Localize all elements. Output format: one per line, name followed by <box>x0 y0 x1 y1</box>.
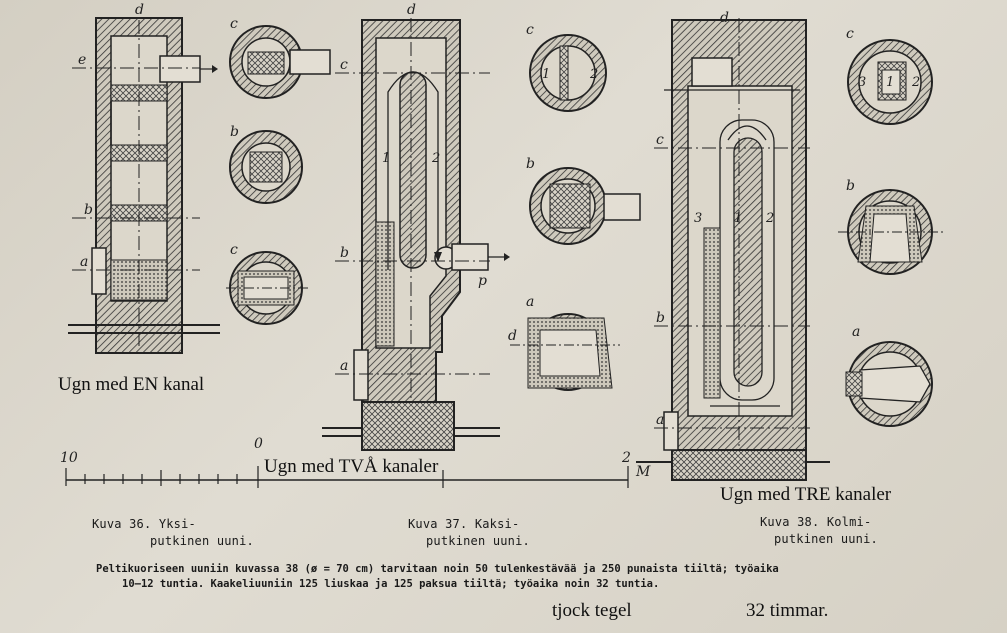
fig38-num-2: 2 <box>765 211 774 226</box>
fig38-sec-b-label: b <box>846 178 855 194</box>
fig36-elevation: d e b a <box>68 2 220 354</box>
fig38-sections: 3 1 2 c b a <box>838 26 944 427</box>
fig38-sec-c-1: 1 <box>886 75 894 90</box>
fig38-sec-c-label: c <box>846 26 854 42</box>
scale-bar: 10 0 2 M <box>60 436 651 488</box>
fig36-sec-c-label: c <box>230 16 238 32</box>
fig37-label-b: b <box>340 245 349 261</box>
fig38-label-b: b <box>656 310 665 326</box>
body-line-2: 10—12 tuntia. Kaakeliuuniin 125 liuskaa … <box>122 578 660 590</box>
fig38-elevation: d c b a 3 1 2 <box>636 10 830 481</box>
fig36-label-a: a <box>80 254 88 270</box>
fig37-sections: 1 2 c b a d <box>508 22 641 391</box>
fig36-sections: c b c <box>226 16 331 325</box>
fig38-label-d: d <box>720 10 729 26</box>
fig37-sec-a-label: a <box>526 294 534 310</box>
fig38-num-3: 3 <box>694 211 702 226</box>
fig38-label-c: c <box>656 132 664 148</box>
caption-fig38-line2: putkinen uuni. <box>774 532 878 546</box>
fig37-label-p: p <box>478 273 487 289</box>
fig38-sec-c-2: 2 <box>911 75 920 90</box>
fig37-sec-c-label: c <box>526 22 534 38</box>
scale-label-0: 0 <box>254 436 263 452</box>
fig37-label-d: d <box>407 2 416 18</box>
annotation-one-channel: Ugn med EN kanal <box>58 374 205 395</box>
caption-fig36-line1: Kuva 36. Yksi- <box>92 517 196 531</box>
fig36-label-b: b <box>84 202 93 218</box>
body-paragraph: Peltikuoriseen uuniin kuvassa 38 (ø = 70… <box>96 562 779 592</box>
fig38-sec-c-3: 3 <box>858 75 866 90</box>
annotation-two-channels: Ugn med TVÅ kanaler <box>264 456 439 477</box>
fig37-sec-b-label: b <box>526 156 535 172</box>
caption-fig36: Kuva 36. Yksi- putkinen uuni. <box>92 516 254 550</box>
fig36-sec-b-label: b <box>230 124 239 140</box>
scale-label-2: 2 <box>621 450 631 466</box>
caption-fig36-line2: putkinen uuni. <box>150 534 254 548</box>
fig36-sec-a-label: c <box>230 242 238 258</box>
fig37-num-1: 1 <box>382 151 390 166</box>
caption-fig37: Kuva 37. Kaksi- putkinen uuni. <box>408 516 530 550</box>
scale-label-m: M <box>635 464 651 480</box>
caption-fig38-line1: Kuva 38. Kolmi- <box>760 515 872 529</box>
annotation-thick-brick: tjock tegel <box>552 600 632 621</box>
annotation-three-channels: Ugn med TRE kanaler <box>720 484 892 505</box>
fig38-sec-a-label: a <box>852 324 860 340</box>
fig38-label-a: a <box>656 412 664 428</box>
fig37-elevation: d c b a p 1 2 <box>322 2 510 451</box>
caption-fig37-line1: Kuva 37. Kaksi- <box>408 517 520 531</box>
fig36-label-e: e <box>78 52 86 68</box>
fig37-sec-d-label: d <box>508 328 517 344</box>
scale-label-10: 10 <box>60 450 78 466</box>
caption-fig37-line2: putkinen uuni. <box>426 534 530 548</box>
caption-fig38: Kuva 38. Kolmi- putkinen uuni. <box>760 514 878 548</box>
fig38-num-1: 1 <box>734 211 742 226</box>
fig37-label-a: a <box>340 358 348 374</box>
fig37-sec-c-1: 1 <box>542 67 550 82</box>
fig37-label-c: c <box>340 57 348 73</box>
annotation-hours: 32 timmar. <box>746 600 829 621</box>
body-line-1: Peltikuoriseen uuniin kuvassa 38 (ø = 70… <box>96 563 779 575</box>
fig36-label-d: d <box>135 2 144 18</box>
fig37-sec-c-2: 2 <box>589 67 598 82</box>
fig37-num-2: 2 <box>431 151 440 166</box>
